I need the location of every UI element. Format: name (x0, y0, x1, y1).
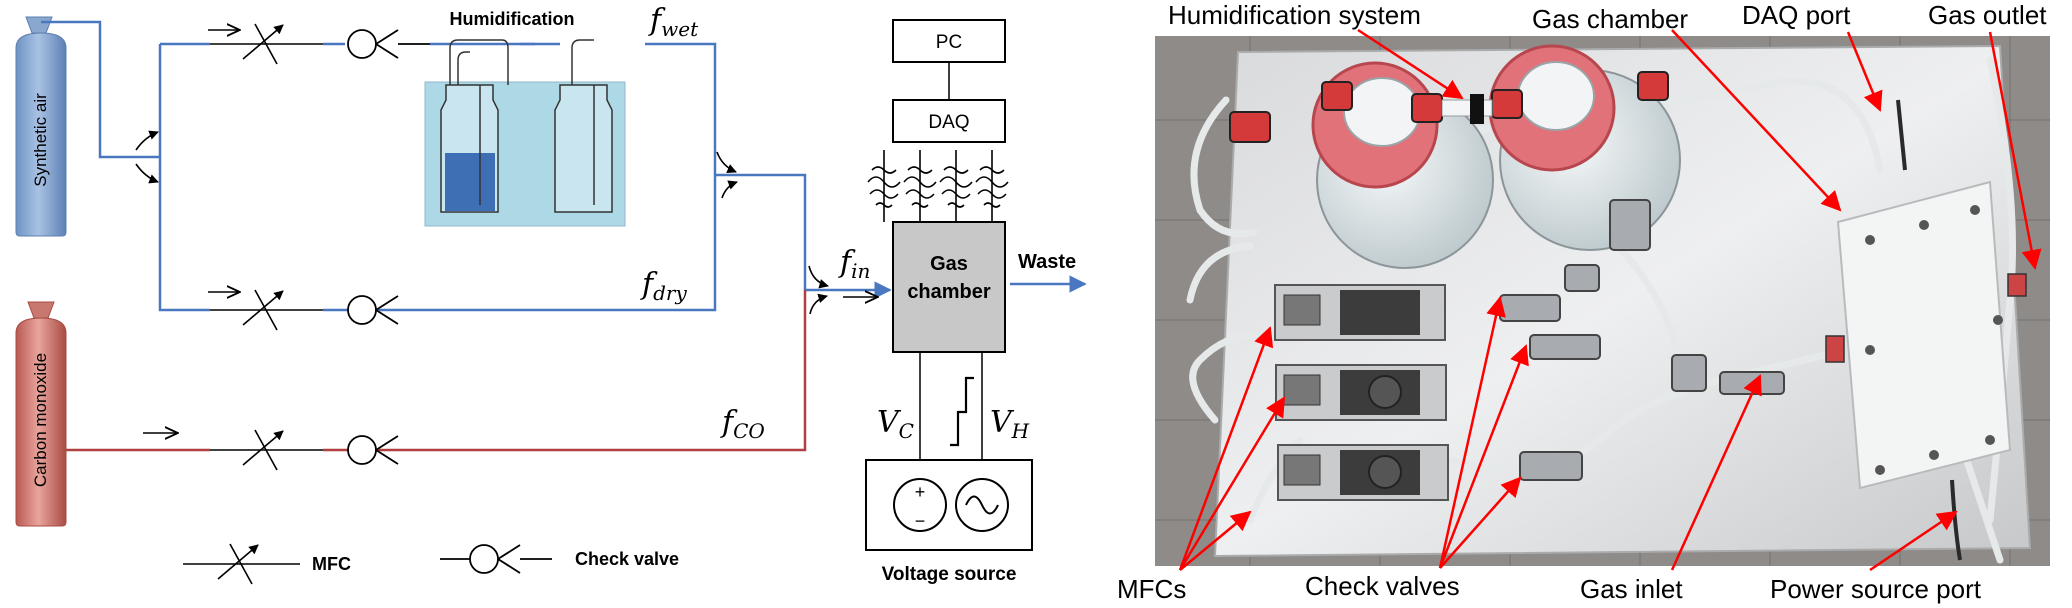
daq-label: DAQ (928, 112, 969, 133)
pc-box (892, 19, 1006, 63)
voltage-source-label: Voltage source (882, 564, 1017, 585)
signal-waves (867, 150, 1009, 222)
photo-label-daq-port: DAQ port (1742, 0, 1851, 30)
co-line (66, 290, 807, 452)
synthetic-air-cylinder: Synthetic air (15, 16, 67, 237)
legend-mfc (183, 543, 300, 585)
photo-label-gas-inlet: Gas inlet (1580, 574, 1683, 604)
f-wet-label: fwet (648, 3, 699, 41)
photo-label-mfcs: MFCs (1117, 574, 1186, 604)
mfc-air-dry (210, 289, 323, 331)
carbon-monoxide-cylinder: Carbon monoxide (15, 301, 67, 527)
air-line (41, 20, 1087, 312)
gas-chamber-label-line2: chamber (907, 281, 991, 303)
pc-label: PC (936, 32, 962, 53)
dc-source-icon (893, 478, 947, 532)
photo-label-check-valves: Check valves (1305, 571, 1460, 601)
mfc-co (210, 429, 323, 471)
mfc-air-wet (210, 23, 323, 65)
legend-check-valve-label: Check valve (575, 549, 679, 569)
setup-photo: Humidification system Gas chamber DAQ po… (1117, 0, 2050, 604)
f-co-label: fCO (720, 405, 765, 443)
waste-label: Waste (1018, 251, 1076, 273)
vc-label: VC (877, 405, 914, 443)
plus-sign: + (915, 482, 926, 502)
mfc-units (1274, 284, 1449, 501)
photo-label-power-source-port: Power source port (1770, 574, 1982, 604)
legend-check-valve (440, 544, 552, 574)
gas-chamber-block (1825, 180, 2027, 490)
check-valve-dry (347, 295, 399, 325)
check-valve-wet (347, 29, 430, 59)
vh-label: VH (990, 405, 1030, 443)
photo-label-gas-outlet: Gas outlet (1928, 0, 2047, 30)
voltage-wires (919, 352, 983, 470)
photo-label-gas-chamber: Gas chamber (1532, 4, 1688, 34)
gas-chamber-box (892, 221, 1006, 353)
schematic-diagram: Synthetic air Carbon monoxide (15, 3, 1087, 585)
f-in-label: fin (838, 245, 870, 283)
synthetic-air-label: Synthetic air (31, 93, 50, 187)
f-dry-label: fdry (640, 267, 687, 305)
fittings (1499, 199, 1785, 481)
check-valve-co (347, 435, 399, 465)
gas-chamber-label-line1: Gas (930, 253, 968, 275)
humidification-label: Humidification (450, 9, 575, 29)
minus-sign: − (915, 511, 926, 531)
annotation-arrows (1178, 28, 2042, 572)
flow-arrows (135, 30, 878, 433)
legend-mfc-label: MFC (312, 554, 351, 574)
daq-box (892, 99, 1006, 143)
carbon-monoxide-label: Carbon monoxide (31, 353, 50, 487)
photo-label-humidification-system: Humidification system (1168, 0, 1421, 30)
humidification-unit: Humidification (424, 9, 626, 227)
